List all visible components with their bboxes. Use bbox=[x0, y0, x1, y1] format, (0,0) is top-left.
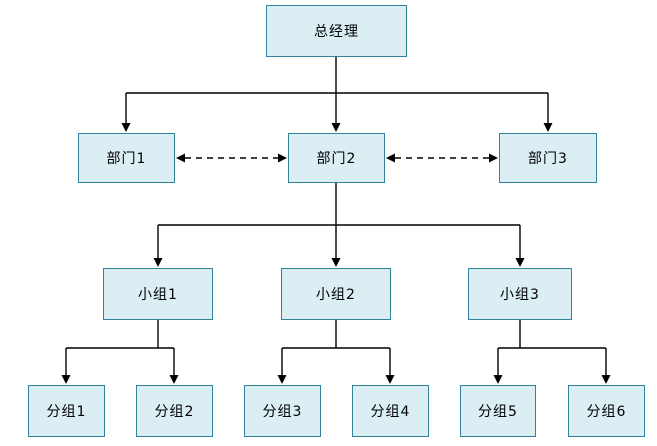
arrowhead bbox=[493, 375, 503, 384]
arrowhead bbox=[386, 153, 395, 163]
node-subgroup-1: 分组1 bbox=[28, 385, 105, 437]
arrowhead bbox=[61, 375, 71, 384]
arrowhead bbox=[385, 375, 395, 384]
arrowhead bbox=[278, 153, 287, 163]
node-department-1: 部门1 bbox=[78, 133, 175, 183]
node-department-2: 部门2 bbox=[288, 133, 385, 183]
arrowhead bbox=[515, 258, 525, 267]
arrowhead bbox=[277, 375, 287, 384]
node-subgroup-5: 分组5 bbox=[460, 385, 536, 437]
arrowhead bbox=[331, 258, 341, 267]
arrowhead bbox=[121, 123, 131, 132]
arrowhead bbox=[543, 123, 553, 132]
arrowhead bbox=[153, 258, 163, 267]
arrowhead bbox=[169, 375, 179, 384]
node-subgroup-2: 分组2 bbox=[136, 385, 213, 437]
node-group-3: 小组3 bbox=[468, 268, 572, 320]
arrowhead bbox=[176, 153, 185, 163]
node-subgroup-6: 分组6 bbox=[568, 385, 645, 437]
node-general-manager: 总经理 bbox=[266, 5, 407, 57]
node-subgroup-4: 分组4 bbox=[352, 385, 429, 437]
node-group-1: 小组1 bbox=[103, 268, 213, 320]
node-group-2: 小组2 bbox=[281, 268, 391, 320]
node-subgroup-3: 分组3 bbox=[244, 385, 321, 437]
arrowhead bbox=[489, 153, 498, 163]
arrowhead bbox=[331, 123, 341, 132]
arrowhead bbox=[601, 375, 611, 384]
node-department-3: 部门3 bbox=[499, 133, 597, 183]
